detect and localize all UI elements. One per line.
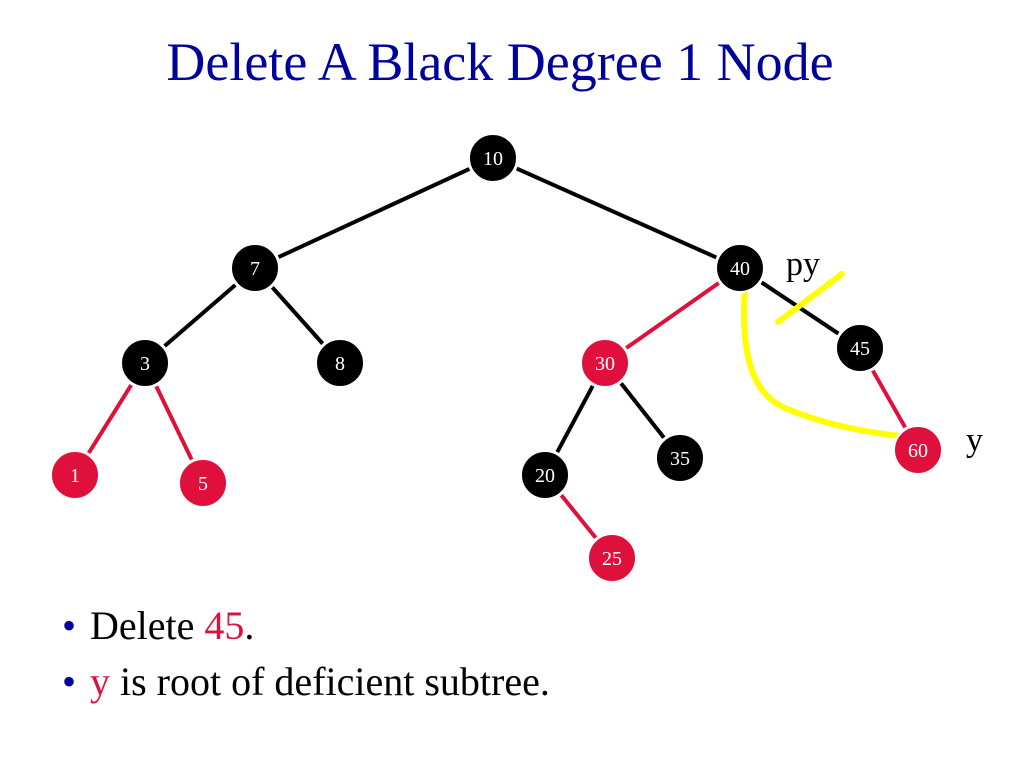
bullet-icon: • <box>62 603 77 648</box>
node-label: 7 <box>250 258 260 280</box>
edge-3-1 <box>87 383 133 455</box>
node-circle <box>468 133 518 183</box>
node-circle <box>835 323 885 373</box>
tree-node-20: 20 <box>520 450 570 500</box>
yellow-link-curve <box>741 285 903 439</box>
node-circle <box>893 425 943 475</box>
bullet-list: • Delete 45. • y is root of deficient subt… <box>62 600 550 712</box>
tree-node-25: 25 <box>587 533 637 583</box>
node-label: 30 <box>595 353 615 375</box>
tree-node-40: 40 <box>715 243 765 293</box>
node-label: 45 <box>850 338 870 360</box>
tree-edges <box>87 166 907 540</box>
node-label: 25 <box>602 548 622 570</box>
tree-node-8: 8 <box>315 338 365 388</box>
node-circle <box>655 433 705 483</box>
node-circle <box>178 458 228 508</box>
bullet-item-delete: • Delete 45. <box>62 600 550 652</box>
tree-node-7: 7 <box>230 243 280 293</box>
bullet-2-after: is root of deficient subtree. <box>110 659 550 704</box>
edge-10-7 <box>277 167 471 259</box>
edge-45-60 <box>871 369 907 429</box>
edge-20-25 <box>559 493 598 540</box>
yellow-cut-mark <box>775 271 845 325</box>
bullet-2-accent: y <box>90 659 110 704</box>
tree-node-60: 60 <box>893 425 943 475</box>
edge-3-5 <box>154 385 194 461</box>
bullet-icon: • <box>62 659 77 704</box>
tree-node-5: 5 <box>178 458 228 508</box>
edge-7-8 <box>270 286 325 345</box>
node-circle <box>587 533 637 583</box>
edge-10-40 <box>515 166 718 260</box>
node-circle <box>120 338 170 388</box>
node-label: 5 <box>198 473 208 495</box>
node-circle <box>715 243 765 293</box>
tree-nodes: 10 7 40 3 8 30 45 1 5 20 35 60 25 <box>50 133 943 583</box>
bullet-1-accent: 45 <box>204 603 245 648</box>
py-label: py <box>786 246 820 283</box>
node-label: 20 <box>535 465 555 487</box>
edge-40-30 <box>625 281 720 350</box>
node-label: 10 <box>483 148 503 170</box>
node-label: 3 <box>140 353 150 375</box>
node-label: 35 <box>670 448 690 470</box>
node-circle <box>520 450 570 500</box>
node-label: 40 <box>730 258 750 280</box>
node-label: 1 <box>70 465 80 487</box>
node-label: 8 <box>335 353 345 375</box>
edge-7-3 <box>163 283 237 348</box>
tree-node-45: 45 <box>835 323 885 373</box>
node-circle <box>50 450 100 500</box>
bullet-1-before: Delete <box>90 603 205 648</box>
edge-30-20 <box>555 384 595 454</box>
bullet-1-after: . <box>244 603 255 648</box>
tree-node-35: 35 <box>655 433 705 483</box>
node-circle <box>580 338 630 388</box>
highlight-annotations <box>741 271 903 439</box>
tree-node-10: 10 <box>468 133 518 183</box>
red-black-tree-diagram: 10 7 40 3 8 30 45 1 5 20 35 60 25 py y <box>50 133 983 583</box>
bullet-item-deficient: • y is root of deficient subtree. <box>62 656 550 708</box>
tree-node-30: 30 <box>580 338 630 388</box>
slide-title: Delete A Black Degree 1 Node <box>166 32 834 92</box>
tree-node-1: 1 <box>50 450 100 500</box>
tree-node-3: 3 <box>120 338 170 388</box>
y-label: y <box>966 422 983 459</box>
node-circle <box>230 243 280 293</box>
edge-30-35 <box>619 382 666 439</box>
node-circle <box>315 338 365 388</box>
node-label: 60 <box>908 440 928 462</box>
